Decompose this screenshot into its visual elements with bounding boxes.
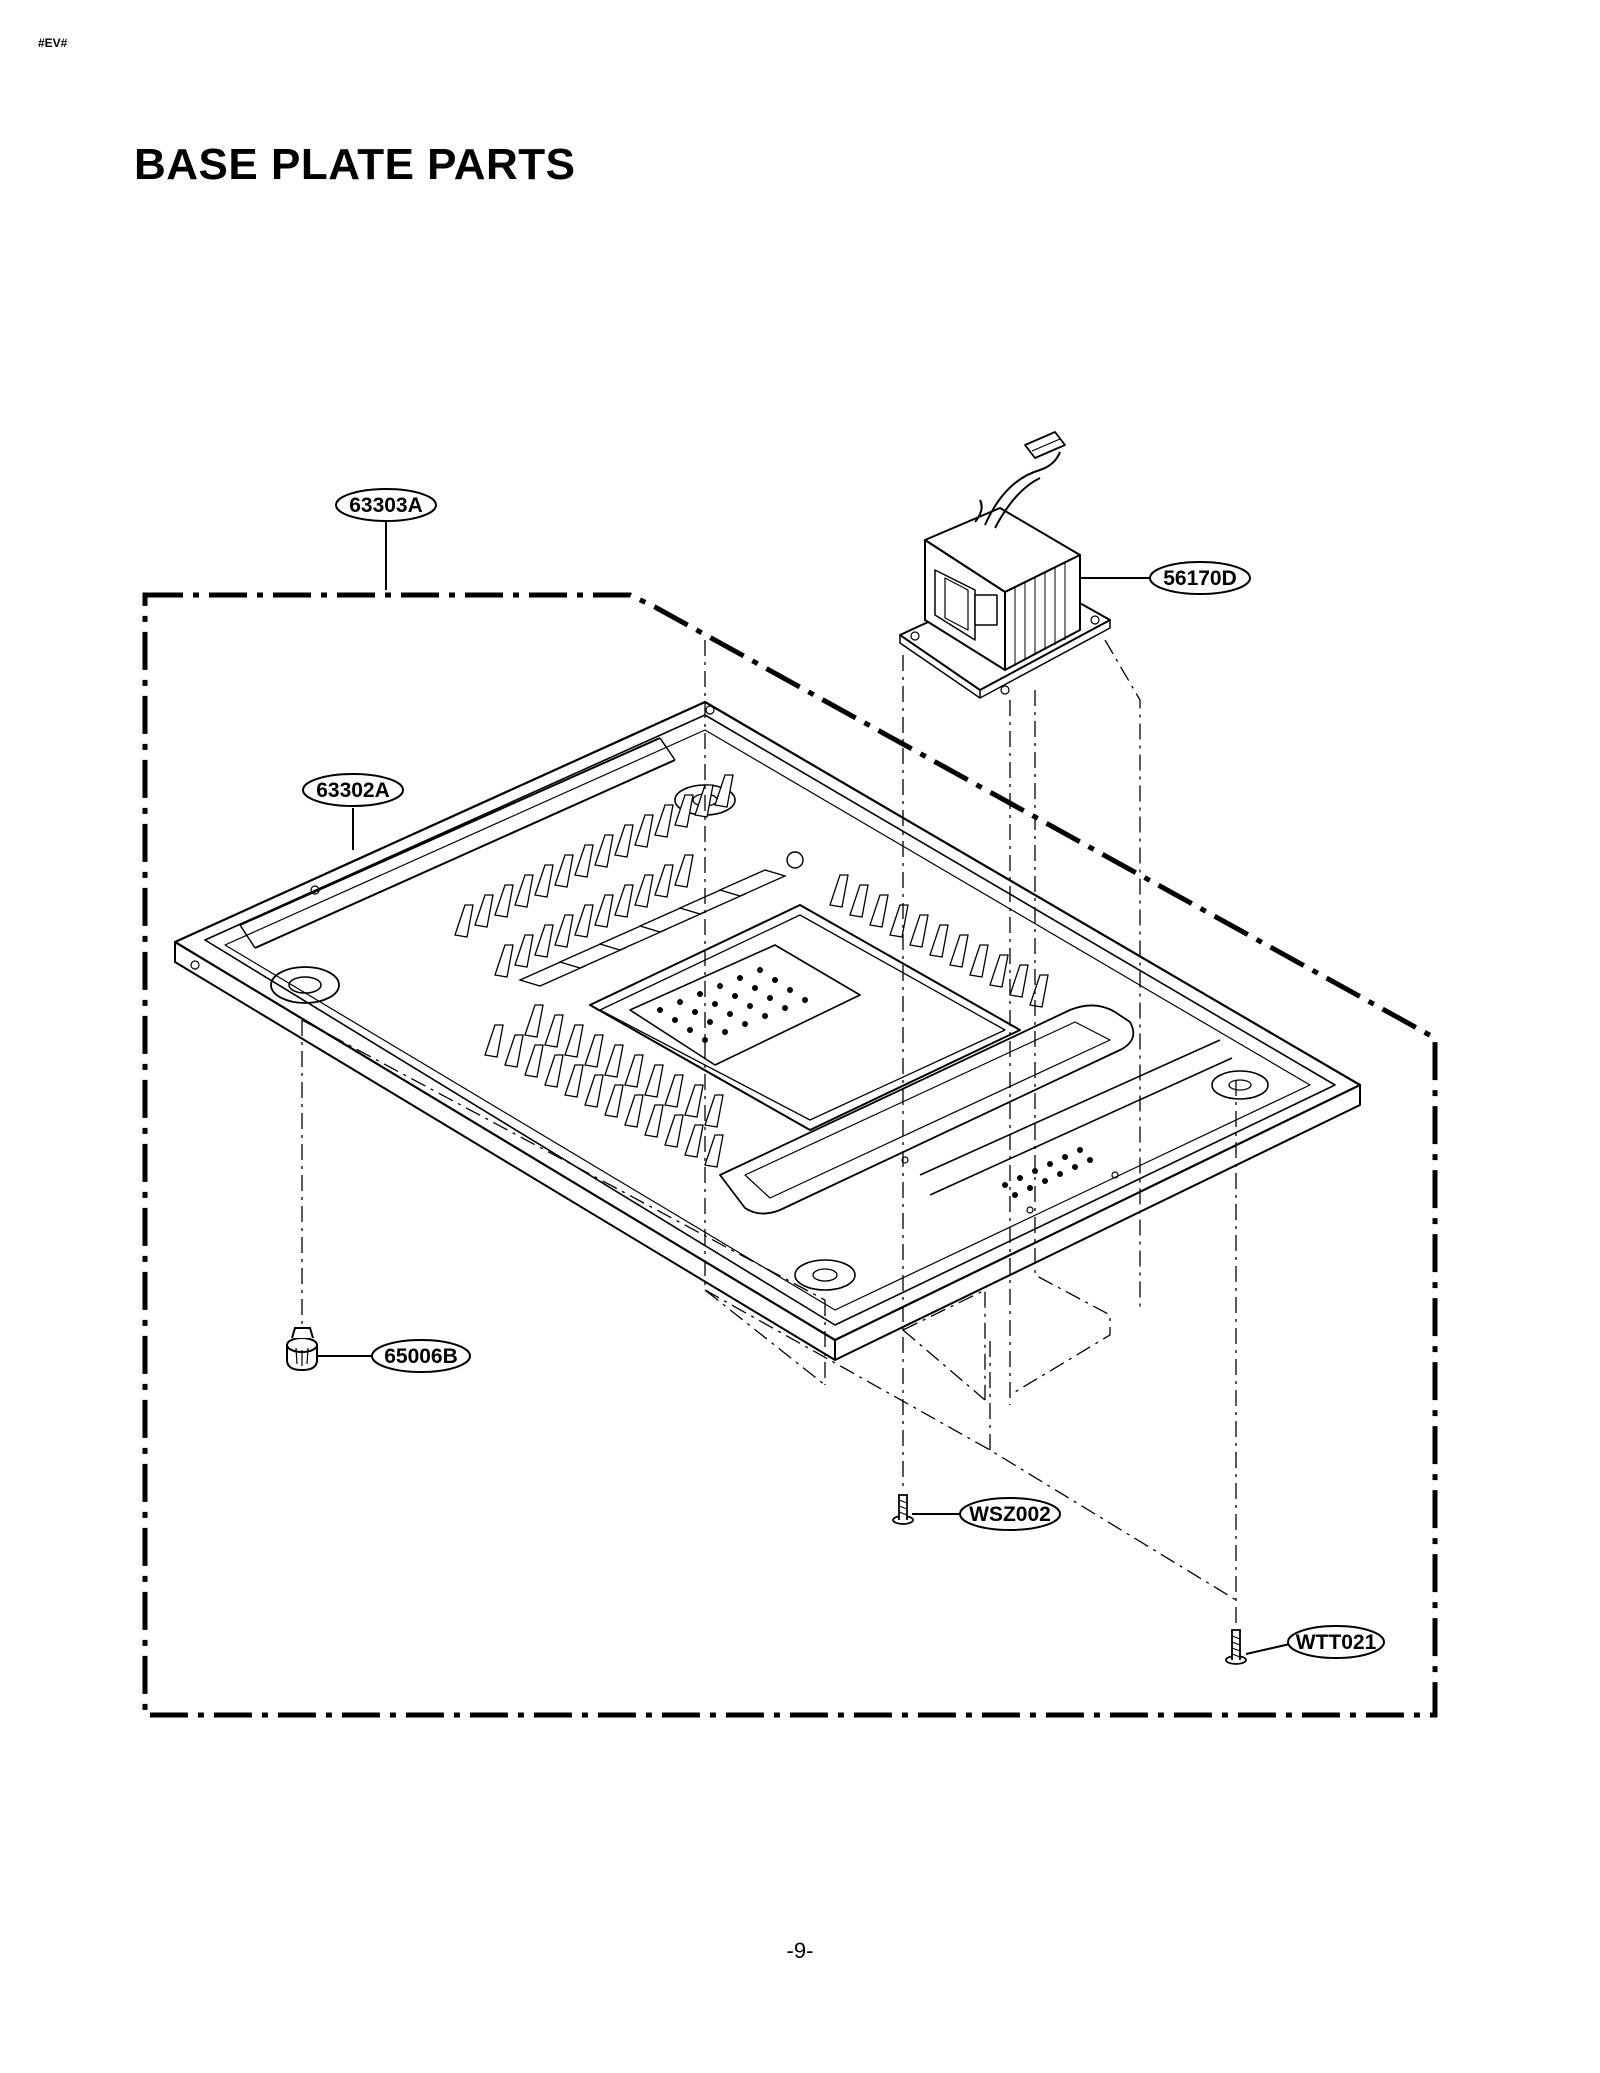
callout-label-wtt021: WTT021: [1296, 1631, 1377, 1654]
screw-wtt021: [1225, 1629, 1247, 1665]
callout-label-56170d: 56170D: [1163, 567, 1237, 590]
louvers-lower: [484, 1004, 724, 1168]
page-title: BASE PLATE PARTS: [134, 140, 576, 189]
louvers-bridge: [518, 869, 787, 987]
corner-tag: #EV#: [38, 36, 68, 50]
callout-label-65006b: 65006B: [384, 1345, 458, 1368]
page-number: -9-: [786, 1938, 814, 1963]
louvers-right: [829, 874, 1049, 1008]
callout-label-63303a: 63303A: [349, 494, 423, 517]
screw-wsz002: [892, 1494, 914, 1525]
rubber-foot: [286, 1327, 318, 1372]
louvers-upper: [454, 774, 734, 978]
callout-56170d: 56170D: [1149, 561, 1251, 595]
leader-lines: [318, 522, 1291, 1655]
callout-label-wsz002: WSZ002: [969, 1503, 1051, 1526]
callout-63302a: 63302A: [302, 773, 404, 807]
callout-63303a: 63303A: [335, 488, 437, 522]
assembly-guide-lines: [301, 639, 1237, 1625]
base-plate: [173, 700, 1362, 1361]
callout-65006b: 65006B: [371, 1339, 471, 1373]
assembly-boundary: [142, 592, 1438, 1718]
perforation-grid: [657, 967, 1093, 1198]
callout-label-63302a: 63302A: [316, 779, 390, 802]
callout-wtt021: WTT021: [1287, 1625, 1385, 1659]
transformer: [899, 431, 1111, 699]
callout-wsz002: WSZ002: [959, 1497, 1061, 1531]
